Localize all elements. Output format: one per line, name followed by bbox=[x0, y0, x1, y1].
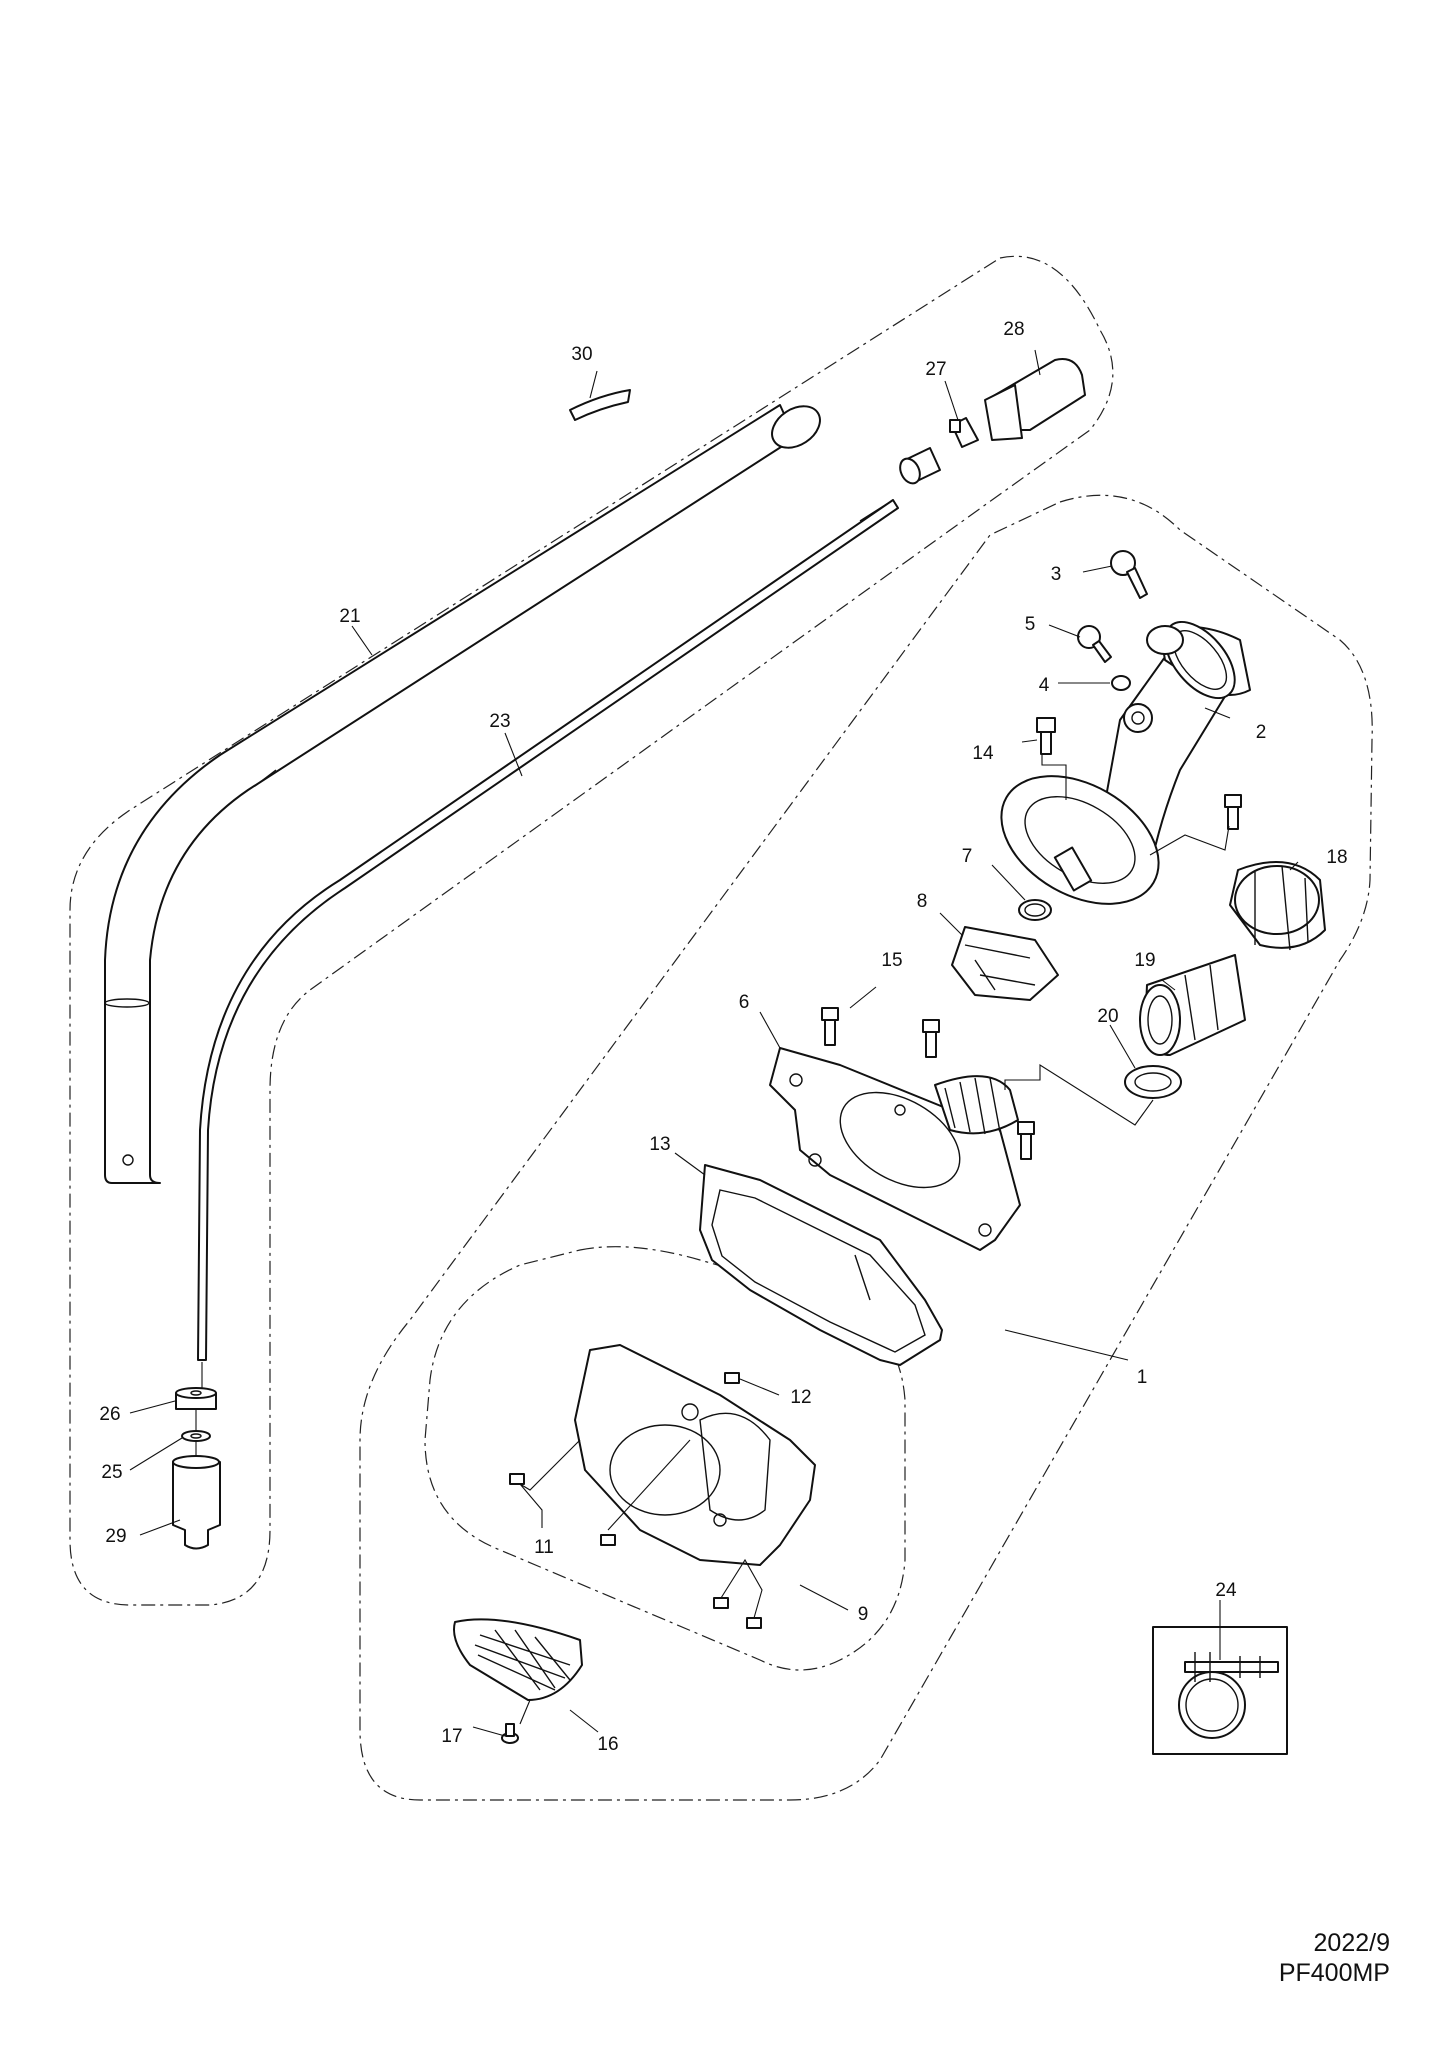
callout-9: 9 bbox=[858, 1604, 869, 1625]
part-15-bolt bbox=[821, 1007, 839, 1046]
part-19-hose-fitting bbox=[1139, 954, 1246, 1056]
part-23-drive-shaft bbox=[197, 499, 899, 1361]
part-13-gasket bbox=[699, 1164, 943, 1366]
part-7-o-ring bbox=[1018, 899, 1052, 921]
callout-18: 18 bbox=[1326, 847, 1347, 868]
group-outline-pump bbox=[359, 494, 1373, 1801]
callout-27: 28 bbox=[1003, 319, 1024, 340]
bolt-plate-top bbox=[922, 1019, 940, 1058]
callouts: 30 21 23 28 27 3 5 4 2 14 18 7 8 19 15 2… bbox=[99, 319, 1347, 1755]
callout-26: 27 bbox=[925, 359, 946, 380]
callout-4: 4 bbox=[1039, 675, 1050, 696]
callout-15: 15 bbox=[881, 950, 902, 971]
nut-body-bottom-a bbox=[713, 1597, 729, 1609]
callout-1: 1 bbox=[1137, 1367, 1148, 1388]
group-outline-pump-body bbox=[424, 1246, 906, 1671]
part-17-screw bbox=[501, 1723, 519, 1744]
callout-28: 29 bbox=[105, 1526, 126, 1547]
leader-lines bbox=[129, 349, 1299, 1737]
callout-5: 5 bbox=[1025, 614, 1036, 635]
callout-20: 20 bbox=[1097, 1006, 1118, 1027]
part-5-screw bbox=[1077, 625, 1112, 663]
callout-6: 6 bbox=[739, 992, 750, 1013]
diagram-date: 2022/9 bbox=[1313, 1929, 1390, 1957]
part-27-boot bbox=[984, 358, 1086, 441]
part-25-collar bbox=[175, 1387, 217, 1410]
part-20-gasket-ring bbox=[1124, 1065, 1182, 1099]
callout-29: 24 bbox=[1215, 1580, 1237, 1601]
callout-19: 19 bbox=[1134, 950, 1155, 971]
part-16-strainer bbox=[453, 1618, 583, 1701]
callout-25: 26 bbox=[99, 1404, 120, 1425]
callout-13: 13 bbox=[649, 1134, 670, 1155]
part-14-bolt bbox=[1036, 717, 1056, 755]
nut-body-lower-left bbox=[600, 1534, 616, 1546]
nut-body-bottom-b bbox=[746, 1617, 762, 1629]
callout-30: 30 bbox=[571, 344, 592, 365]
part-26-coupler bbox=[899, 417, 979, 485]
callout-11: 11 bbox=[534, 1537, 554, 1558]
callout-12: 12 bbox=[790, 1387, 811, 1408]
callout-23: 23 bbox=[489, 711, 510, 732]
callout-3: 3 bbox=[1051, 564, 1062, 585]
part-3-screw bbox=[1110, 550, 1148, 599]
group-outline-shaft bbox=[69, 255, 1114, 1606]
model-number: PF400MP bbox=[1278, 1959, 1390, 1987]
callout-2: 2 bbox=[1256, 722, 1267, 743]
part-18-nut bbox=[1229, 861, 1326, 951]
callout-21: 21 bbox=[339, 606, 360, 627]
callout-16: 16 bbox=[597, 1734, 618, 1755]
callout-14: 14 bbox=[972, 743, 994, 764]
part-6-cover-plate bbox=[769, 1047, 1021, 1251]
part-24-washer bbox=[181, 1430, 211, 1442]
callout-7: 7 bbox=[962, 846, 973, 867]
part-21-shaft-tube bbox=[104, 404, 821, 1184]
part-30-label-strip bbox=[569, 389, 631, 421]
part-11-nut bbox=[509, 1473, 525, 1485]
callout-17: 17 bbox=[441, 1726, 462, 1747]
part-28-cap bbox=[172, 1455, 221, 1550]
part-2-housing bbox=[1000, 620, 1251, 905]
part-8-impeller bbox=[951, 926, 1059, 1001]
bolt-housing-side bbox=[1224, 794, 1242, 830]
bolt-plate-right bbox=[1017, 1121, 1035, 1160]
callout-8: 8 bbox=[917, 891, 928, 912]
callout-24: 25 bbox=[101, 1462, 122, 1483]
part-4-washer bbox=[1111, 675, 1131, 691]
part-12-nut bbox=[724, 1372, 740, 1384]
part-9-pump-body bbox=[574, 1344, 816, 1566]
